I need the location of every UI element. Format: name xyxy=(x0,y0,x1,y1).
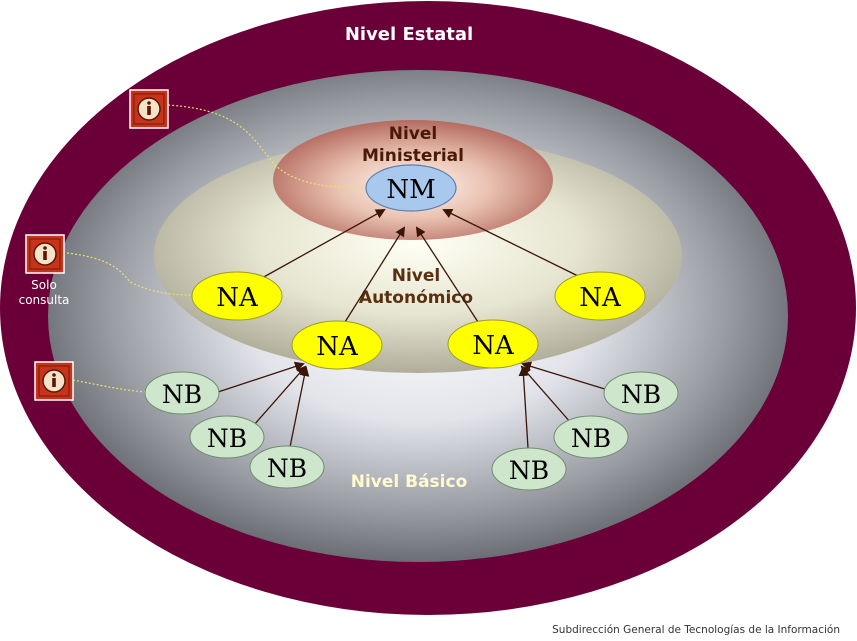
node-nb-left-1: NB xyxy=(144,371,220,415)
arrow-nb-r3-to-na xyxy=(518,366,529,449)
node-nb-right-2: NB xyxy=(553,415,629,459)
nivel-autonomico-label-1: Nivel xyxy=(392,266,441,286)
node-nb-right-1: NB xyxy=(603,371,679,415)
arrow-nb-l1-to-na xyxy=(217,361,305,393)
node-na-left: NA xyxy=(191,271,283,321)
node-nm-label: NM xyxy=(386,175,435,205)
node-na-center-left: NA xyxy=(291,320,383,370)
nivel-ministerial-label-1: Nivel xyxy=(389,124,438,144)
arrow-nb-l2-to-na xyxy=(253,365,307,426)
info-icon xyxy=(42,369,66,393)
arrow-nb-r2-to-na xyxy=(520,365,572,424)
node-na-right-label: NA xyxy=(579,283,622,313)
node-nm: NM xyxy=(365,164,457,212)
node-na-center-left-label: NA xyxy=(316,332,359,362)
info-connector-autonomico xyxy=(66,252,191,296)
node-nb-left-2: NB xyxy=(189,415,265,459)
arrow-nb-l3-to-na xyxy=(289,366,310,448)
node-nb-left-1-label: NB xyxy=(162,380,202,409)
info-icon xyxy=(137,97,161,121)
node-na-center-right-label: NA xyxy=(472,331,515,361)
node-nb-right-1-label: NB xyxy=(621,380,661,409)
arrow-na-center-right-to-nm xyxy=(415,226,479,323)
info-connector-ministerial xyxy=(167,104,369,188)
nivel-autonomico-label-2: Autonómico xyxy=(359,288,473,308)
info-icon xyxy=(33,242,57,266)
node-nb-left-3: NB xyxy=(249,445,325,489)
nivel-estatal-label: Nivel Estatal xyxy=(345,24,473,45)
arrow-nb-r1-to-na xyxy=(521,361,609,391)
node-nb-left-3-label: NB xyxy=(267,454,307,483)
arrow-na-right-to-nm xyxy=(442,209,579,277)
footer-credit: Subdirección General de Tecnologías de l… xyxy=(552,624,840,636)
nivel-ministerial-label-2: Ministerial xyxy=(362,146,464,166)
solo-consulta-label-2: consulta xyxy=(19,293,70,307)
node-nb-right-2-label: NB xyxy=(571,424,611,453)
node-nb-left-2-label: NB xyxy=(207,424,247,453)
node-na-center-right: NA xyxy=(447,319,539,369)
node-na-left-label: NA xyxy=(216,283,259,313)
node-nb-right-3-label: NB xyxy=(509,456,549,485)
info-connector-basico xyxy=(72,379,147,393)
info-button-basico[interactable] xyxy=(34,361,74,401)
solo-consulta-label-1: Solo xyxy=(31,278,57,292)
arrow-na-center-left-to-nm xyxy=(344,226,406,323)
arrow-na-left-to-nm xyxy=(261,209,386,279)
nivel-basico-label: Nivel Básico xyxy=(351,472,468,492)
node-nb-right-3: NB xyxy=(491,447,567,491)
info-button-ministerial[interactable] xyxy=(129,89,169,129)
node-na-right: NA xyxy=(554,271,646,321)
info-button-autonomico[interactable] xyxy=(25,234,65,274)
